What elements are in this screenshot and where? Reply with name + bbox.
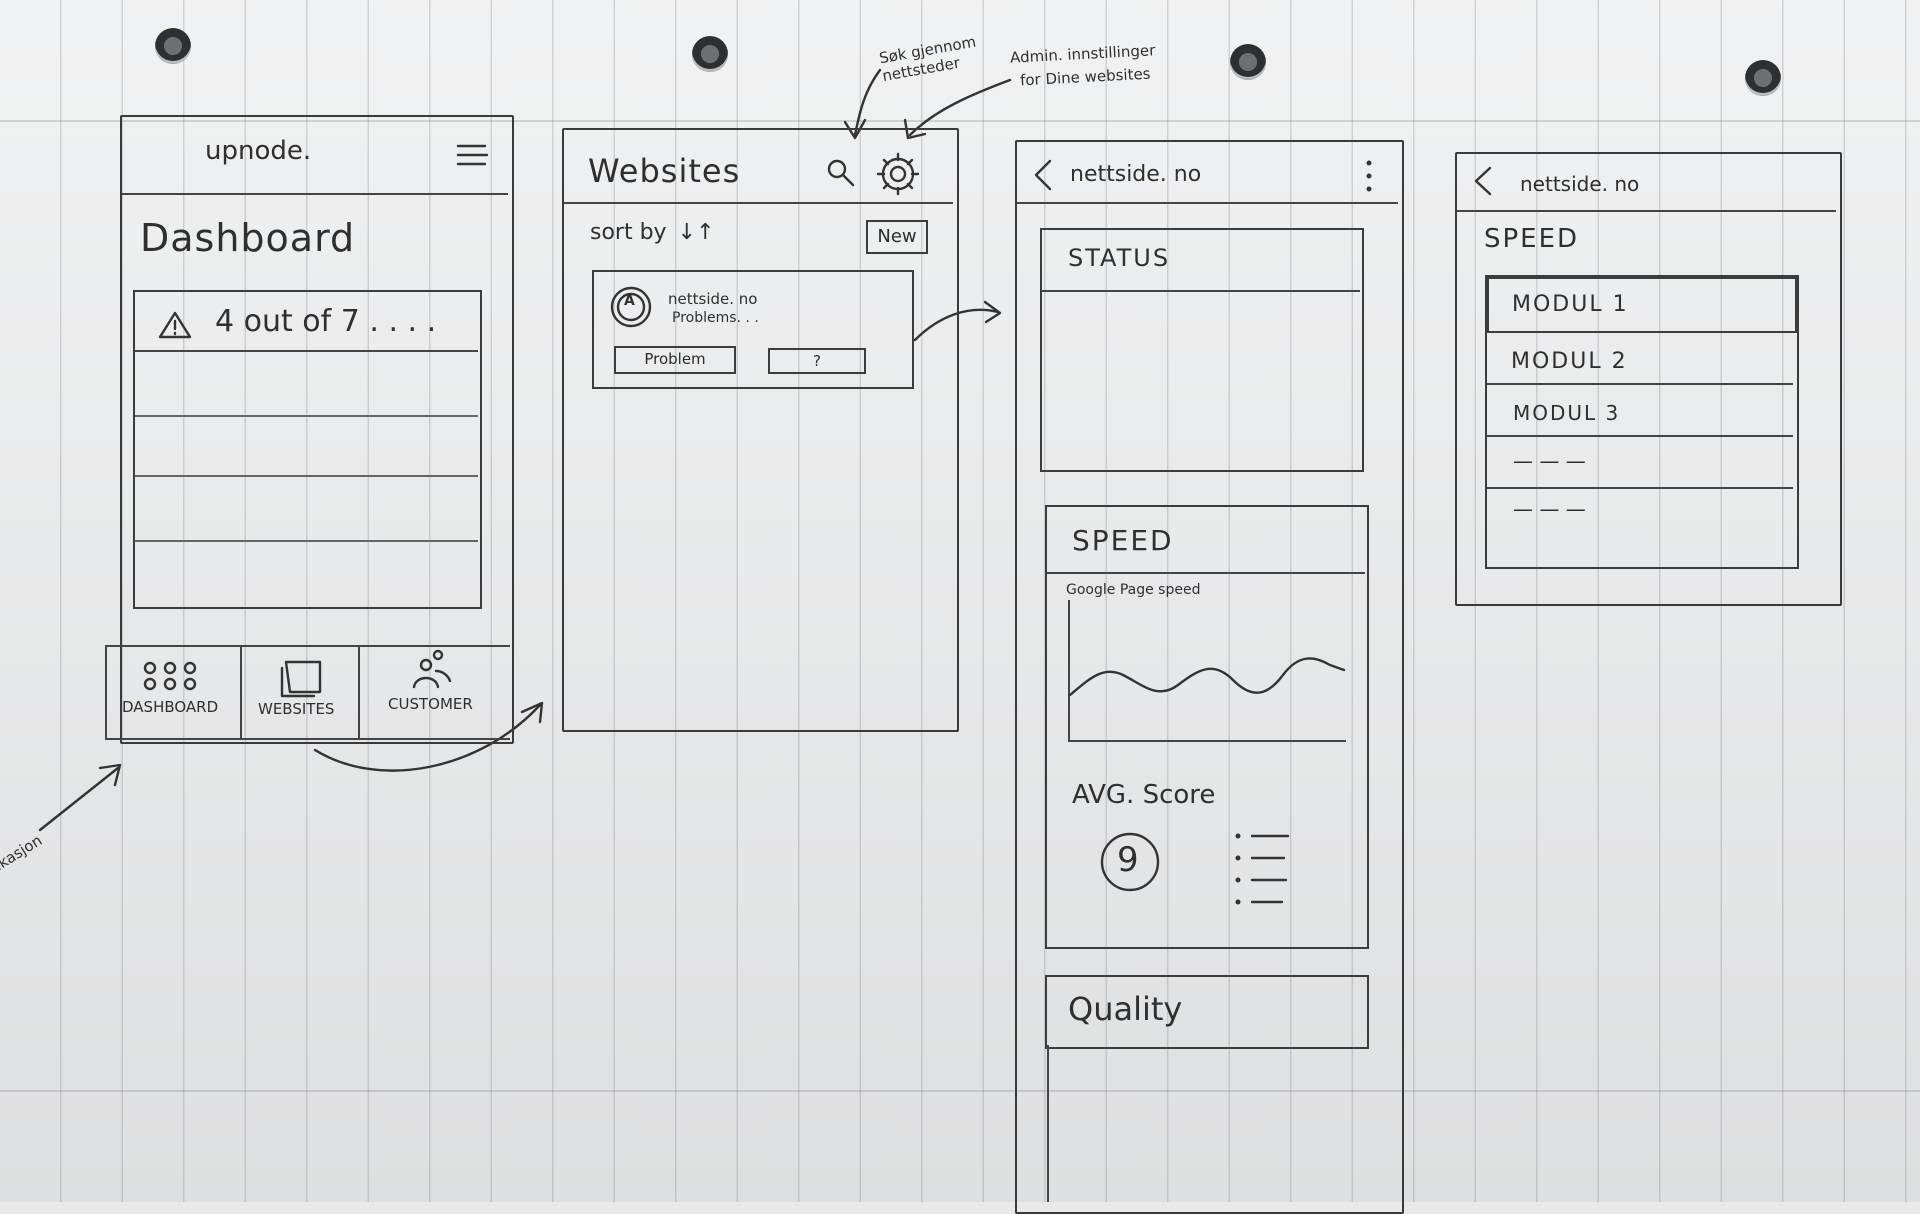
module-item-label: MODUL 1 (1512, 292, 1629, 317)
sort-label: sort by (590, 220, 667, 245)
avg-score-value: 9 (1117, 840, 1139, 880)
websites-title: Websites (588, 152, 741, 190)
speed-detail-title: SPEED (1484, 224, 1580, 254)
gear-icon[interactable] (874, 150, 922, 198)
speed-detail-header-title: nettside. no (1520, 172, 1640, 196)
help-button[interactable]: ? (768, 348, 866, 374)
arrow-side-note (38, 766, 120, 832)
arrow-to-search (853, 68, 882, 137)
modules-list (1485, 275, 1799, 569)
websites-screen (562, 128, 959, 732)
search-icon[interactable] (826, 158, 856, 188)
speed-detail-screen (1455, 152, 1842, 606)
nav-customers[interactable]: CUSTOMER (360, 645, 510, 735)
status-card[interactable] (1040, 228, 1364, 472)
website-status-text: Problems. . . (672, 310, 759, 326)
back-chevron-icon[interactable] (1030, 158, 1056, 192)
customers-people-icon (412, 649, 452, 689)
dashboard-grid-icon (143, 661, 197, 691)
module-item-label: MODUL 2 (1511, 349, 1628, 374)
quality-card-title: Quality (1068, 990, 1183, 1028)
website-card[interactable] (592, 270, 914, 389)
problem-button[interactable]: Problem (614, 346, 736, 374)
speed-card-title: SPEED (1072, 524, 1174, 557)
punch-hole (692, 36, 728, 72)
website-avatar-letter: A (624, 293, 635, 309)
alert-text: 4 out of 7 . . . . (215, 304, 437, 339)
module-item-selected[interactable] (1487, 277, 1797, 333)
module-item-label: — — — (1513, 449, 1586, 473)
arrow-to-settings (908, 78, 1012, 137)
detail-header-title: nettside. no (1070, 162, 1202, 187)
list-row-divider (135, 475, 478, 477)
nav-dashboard-label: DASHBOARD (122, 698, 219, 716)
warning-icon (158, 311, 192, 339)
app-logo: upnode. (205, 136, 312, 166)
punch-hole (1745, 60, 1781, 96)
module-item-label: MODUL 3 (1513, 401, 1621, 425)
new-website-button[interactable]: New (866, 220, 928, 254)
alert-card[interactable] (133, 290, 482, 609)
websites-book-icon (280, 660, 322, 698)
avg-score-label: AVG. Score (1072, 780, 1216, 810)
punch-hole (1230, 44, 1266, 80)
paper-rule (0, 1090, 1920, 1092)
nav-customers-label: CUSTOMER (388, 695, 473, 713)
list-row-divider (135, 415, 478, 417)
speed-trend-line (1068, 657, 1346, 697)
speed-card[interactable] (1045, 505, 1369, 949)
page-title: Dashboard (140, 216, 356, 260)
status-card-title: STATUS (1068, 244, 1171, 272)
nav-websites[interactable]: WEBSITES (242, 650, 356, 736)
paper-rule (0, 120, 1920, 122)
back-chevron-icon[interactable] (1470, 165, 1496, 197)
hamburger-menu-icon[interactable] (455, 140, 491, 170)
dashboard-screen (120, 115, 514, 744)
quality-card[interactable] (1045, 975, 1369, 1049)
arrow-dashboard-to-websites (313, 703, 542, 772)
module-item[interactable]: — — — (1487, 437, 1793, 489)
arrow-card-to-detail (913, 308, 1000, 342)
sort-arrows-icon: ↓↑ (677, 220, 715, 245)
module-item[interactable]: MODUL 3 (1487, 385, 1793, 437)
nav-websites-label: WEBSITES (258, 700, 335, 718)
module-item-label: — — — (1513, 497, 1586, 521)
avg-score-circle (1100, 832, 1160, 892)
punch-hole (155, 28, 191, 64)
nav-dashboard[interactable]: DASHBOARD (108, 650, 238, 736)
website-name: nettside. no (668, 290, 758, 308)
sort-control[interactable]: sort by ↓↑ (590, 220, 715, 245)
speed-card-subtitle: Google Page speed (1066, 582, 1201, 598)
list-row-divider (135, 540, 478, 542)
website-avatar (610, 286, 652, 328)
module-item[interactable]: — — — (1487, 489, 1793, 539)
score-legend-lines (1235, 833, 1290, 905)
module-item[interactable]: MODUL 2 (1487, 331, 1793, 385)
more-vertical-icon[interactable] (1362, 158, 1376, 194)
